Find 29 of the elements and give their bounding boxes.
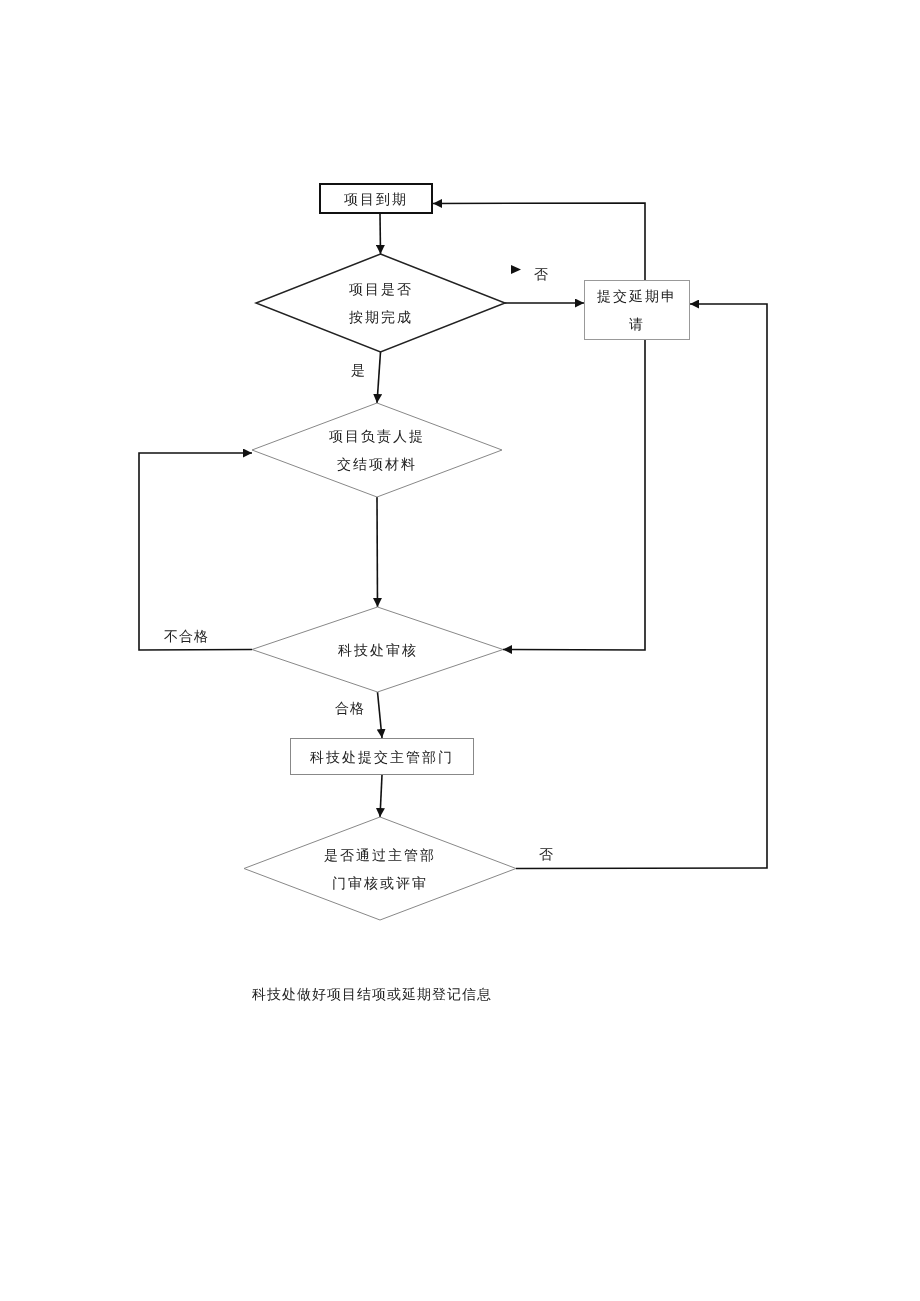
node-text: 科技处审核: [336, 640, 419, 660]
node-text: 项目是否按期完成: [347, 280, 414, 327]
arrow: [376, 691, 386, 739]
process-box: [319, 183, 433, 214]
arrow: [372, 496, 382, 608]
arrow: [502, 339, 646, 655]
edge-label: 否: [532, 266, 551, 284]
edge-label: 合格: [333, 700, 367, 718]
edge-label: 不合格: [162, 628, 211, 646]
process-box: [290, 738, 474, 775]
arrow: [504, 298, 585, 308]
node-text: 项目负责人提交结项材料: [328, 427, 426, 474]
node-text: 提交延期申请: [596, 287, 678, 334]
note-text: 科技处做好项目结项或延期登记信息: [252, 986, 492, 1004]
node-text: 是否通过主管部门审核或评审: [323, 845, 437, 893]
decision-diamond: [252, 607, 503, 692]
process-box: [584, 280, 690, 340]
decision-diamond: [244, 817, 516, 920]
arrow: [138, 448, 253, 651]
arrow: [375, 213, 385, 255]
arrow: [515, 299, 768, 870]
edge-label: 否: [537, 846, 556, 864]
decision-diamond: [256, 254, 505, 352]
decision-diamond: [252, 403, 502, 497]
arrow: [375, 774, 385, 818]
arrow: [373, 351, 383, 404]
node-text: 项目到期: [343, 189, 409, 209]
arrow: [432, 199, 646, 281]
node-text: 科技处提交主管部门: [309, 747, 455, 767]
